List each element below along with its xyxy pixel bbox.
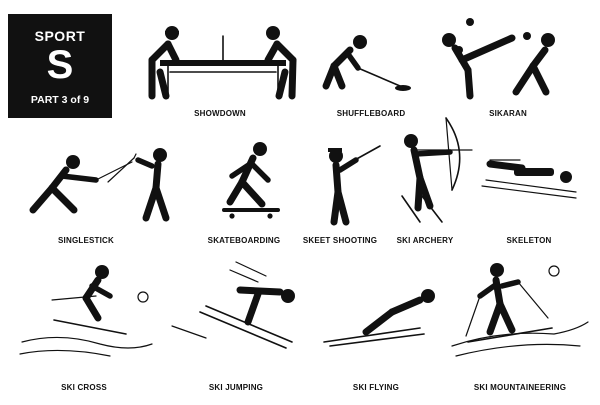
ski-flying-icon (323, 289, 435, 347)
ski-archery-icon (401, 117, 473, 223)
skeleton-icon (481, 159, 577, 199)
ski-jumping-icon (171, 261, 295, 349)
shuffleboard-icon (322, 35, 411, 91)
label-singlestick: SINGLESTICK (58, 236, 114, 245)
label-showdown: SHOWDOWN (194, 109, 246, 118)
badge-sport-label: SPORT (34, 28, 86, 44)
skateboarding-icon (222, 142, 280, 219)
label-shuffleboard: SHUFFLEBOARD (336, 109, 406, 118)
label-ski-flying: SKI FLYING (352, 383, 400, 392)
skeet-shooting-icon (328, 145, 381, 226)
title-badge: SPORT S PART 3 of 9 (8, 14, 112, 118)
ski-cross-icon (19, 265, 153, 357)
showdown-icon (148, 26, 297, 100)
label-skeleton: SKELETON (506, 236, 552, 245)
label-sikaran: SIKARAN (489, 109, 527, 118)
label-ski-cross: SKI CROSS (61, 383, 107, 392)
singlestick-icon (29, 148, 170, 222)
label-ski-jumping: SKI JUMPING (208, 383, 264, 392)
badge-letter: S (46, 43, 74, 87)
sikaran-icon (442, 18, 555, 100)
label-skeet-shooting: SKEET SHOOTING (302, 236, 378, 245)
label-ski-archery: SKI ARCHERY (396, 236, 454, 245)
badge-part-label: PART 3 of 9 (30, 94, 90, 106)
ski-mountaineering-icon (451, 263, 589, 357)
label-skateboarding: SKATEBOARDING (207, 236, 281, 245)
label-ski-mountaineering: SKI MOUNTAINEERING (473, 383, 567, 392)
